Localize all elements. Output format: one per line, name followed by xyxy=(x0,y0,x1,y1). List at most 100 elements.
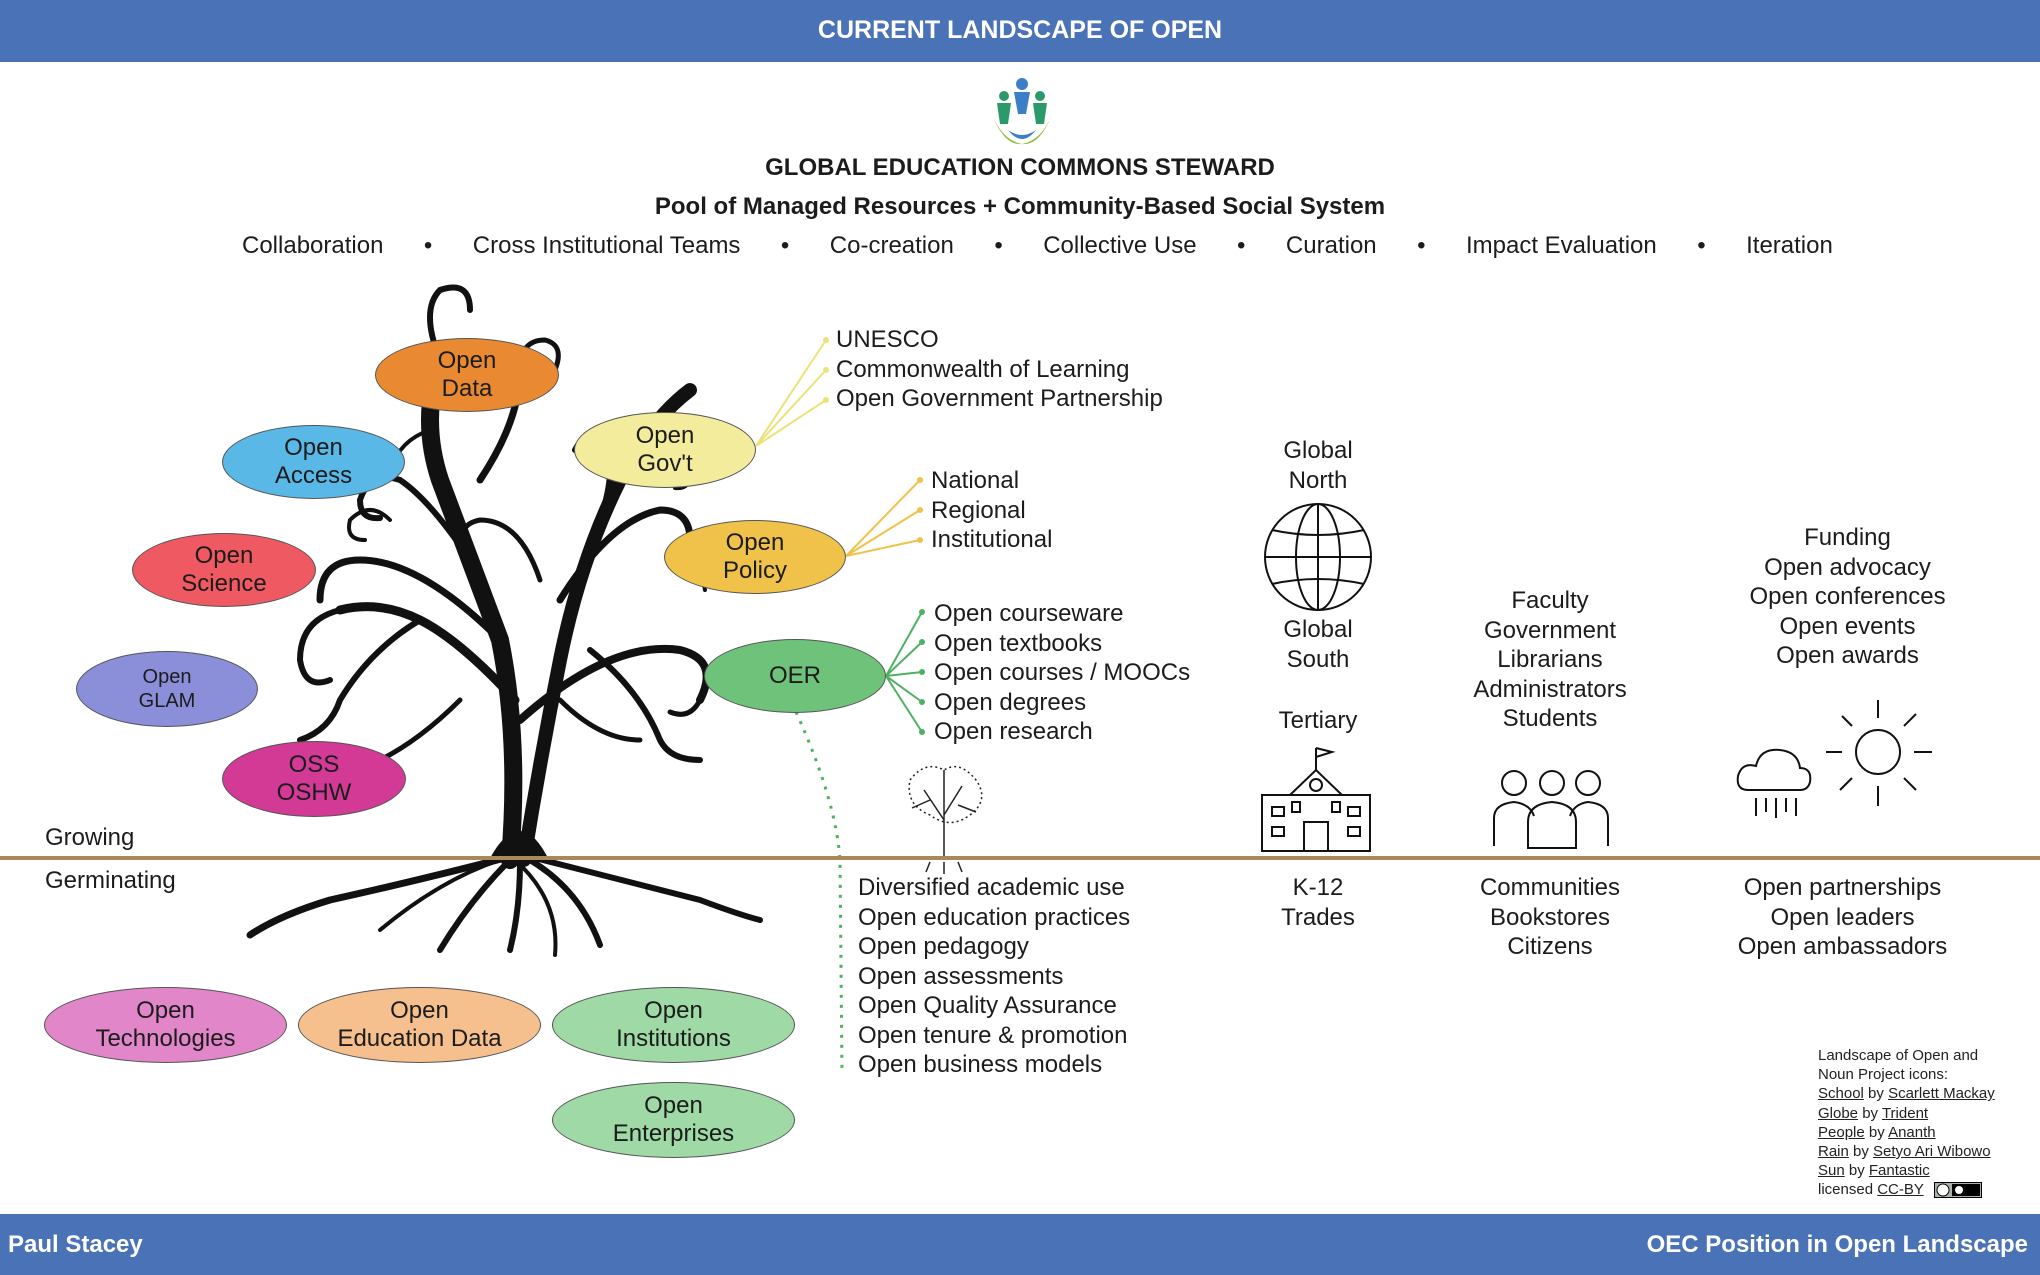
tertiary-label: Tertiary xyxy=(1278,707,1358,734)
policy-list: National Regional Institutional xyxy=(931,466,1052,555)
list-item: Open events xyxy=(1779,612,1916,640)
climate-above-list: Funding Open advocacy Open conferences O… xyxy=(1720,523,1975,671)
school-icon xyxy=(1261,747,1371,852)
credit-line: Sun by Fantastic xyxy=(1818,1162,1930,1180)
list-item: Institutional xyxy=(931,526,1053,553)
list-item: Faculty xyxy=(1511,587,1589,614)
global-north-label: Global North xyxy=(1283,437,1353,494)
separator: • xyxy=(1697,232,1706,259)
people-below-list: Communities Bookstores Citizens xyxy=(1440,873,1660,962)
separator: • xyxy=(1237,232,1246,259)
list-item: Open ambassadors xyxy=(1737,933,1948,960)
credit-link[interactable]: Trident xyxy=(1881,1104,1929,1122)
credit-link[interactable]: Setyo Ari Wibowo xyxy=(1873,1143,1991,1161)
list-item: Regional xyxy=(931,496,1026,524)
list-item: Open courseware xyxy=(934,600,1124,627)
list-item: Open partnerships xyxy=(1743,874,1942,901)
credit-line: licensed CC-BY xyxy=(1818,1180,2028,1199)
list-item: Citizens xyxy=(1507,933,1593,960)
footer-bar: Paul Stacey OEC Position in Open Landsca… xyxy=(0,1214,2040,1275)
credit-link[interactable]: School xyxy=(1818,1085,1864,1103)
credit-link[interactable]: Fantastic xyxy=(1868,1162,1930,1180)
list-item: Funding xyxy=(1804,524,1891,551)
list-item: Open Quality Assurance xyxy=(858,992,1117,1019)
oer-list: Open courseware Open textbooks Open cour… xyxy=(934,599,1190,747)
oer-connector xyxy=(885,611,923,733)
logo-people-icon xyxy=(992,78,1052,145)
germinating-label: Germinating xyxy=(45,867,176,894)
separator: • xyxy=(780,232,790,259)
credit-line: Globe by Trident xyxy=(1818,1104,1929,1122)
credit-line: Rain by Setyo Ari Wibowo xyxy=(1818,1143,1991,1161)
steward-subtitle: Pool of Managed Resources + Community-Ba… xyxy=(654,193,1386,220)
practices-row: Collaboration • Cross Institutional Team… xyxy=(242,232,1833,260)
list-item: Open advocacy xyxy=(1764,553,1931,581)
separator: • xyxy=(994,232,1003,259)
credit-link[interactable]: People xyxy=(1818,1123,1865,1141)
separator: • xyxy=(423,232,433,259)
credit-line: People by Ananth xyxy=(1818,1123,1936,1141)
list-item: Government xyxy=(1483,616,1617,644)
steward-title: GLOBAL EDUCATION COMMONS STEWARD xyxy=(765,154,1275,181)
credit-link[interactable]: Globe xyxy=(1818,1104,1859,1122)
practice-item: Collaboration xyxy=(242,232,384,259)
list-item: Open pedagogy xyxy=(858,933,1029,960)
rain-cloud-icon xyxy=(1736,748,1812,818)
list-item: Open conferences xyxy=(1749,583,1946,610)
sun-icon xyxy=(1826,700,1932,806)
list-item: Open courses / MOOCs xyxy=(934,659,1191,686)
list-item: Open degrees xyxy=(934,688,1087,716)
list-item: Open assessments xyxy=(858,962,1064,990)
credit-link[interactable]: Rain xyxy=(1818,1143,1849,1161)
practice-item: Iteration xyxy=(1746,232,1833,259)
growing-label: Growing xyxy=(45,824,135,851)
list-item: National xyxy=(931,467,1020,494)
list-item: Bookstores xyxy=(1489,903,1611,931)
list-item: Open education practices xyxy=(858,903,1131,931)
page-title: CURRENT LANDSCAPE OF OPEN xyxy=(817,16,1223,44)
list-item: Diversified academic use xyxy=(858,874,1125,901)
credit-line: School by Scarlett Mackay xyxy=(1818,1085,1995,1103)
practice-item: Collective Use xyxy=(1043,232,1197,259)
practice-item: Co-creation xyxy=(829,232,954,259)
credit-link[interactable]: Ananth xyxy=(1888,1123,1936,1141)
practice-item: Cross Institutional Teams xyxy=(472,232,741,259)
k12-label: K-12 Trades xyxy=(1281,874,1355,931)
policy-connector xyxy=(845,479,921,557)
global-south-label: Global South xyxy=(1283,616,1353,673)
cc-by-badge-icon xyxy=(1933,1182,1982,1199)
list-item: Open awards xyxy=(1776,642,1919,669)
list-item: Open research xyxy=(934,718,1093,745)
list-item: Librarians xyxy=(1497,646,1603,673)
oer-node[interactable]: OER xyxy=(704,639,886,713)
separator: • xyxy=(1417,232,1426,259)
list-item: Open Government Partnership xyxy=(836,385,1163,412)
credit-link[interactable]: Scarlett Mackay xyxy=(1888,1085,1995,1103)
practice-item: Curation xyxy=(1285,232,1377,259)
climate-below-list: Open partnerships Open leaders Open amba… xyxy=(1720,873,1965,962)
license-link[interactable]: CC-BY xyxy=(1877,1181,1924,1199)
list-item: Students xyxy=(1502,705,1598,732)
list-item: Open business models xyxy=(858,1051,1103,1078)
practice-item: Impact Evaluation xyxy=(1465,232,1657,259)
govt-connector xyxy=(755,339,827,447)
list-item: UNESCO xyxy=(836,326,939,353)
footer-title: OEC Position in Open Landscape xyxy=(1646,1231,2028,1258)
oer-dotted-connector xyxy=(794,711,844,1075)
credits-block: Landscape of Open and Noun Project icons… xyxy=(1818,1046,2028,1200)
govt-list: UNESCO Commonwealth of Learning Open Gov… xyxy=(836,325,1163,414)
credit-link[interactable]: Sun xyxy=(1818,1162,1845,1180)
list-item: Administrators xyxy=(1473,675,1627,703)
author-label: Paul Stacey xyxy=(8,1231,143,1258)
